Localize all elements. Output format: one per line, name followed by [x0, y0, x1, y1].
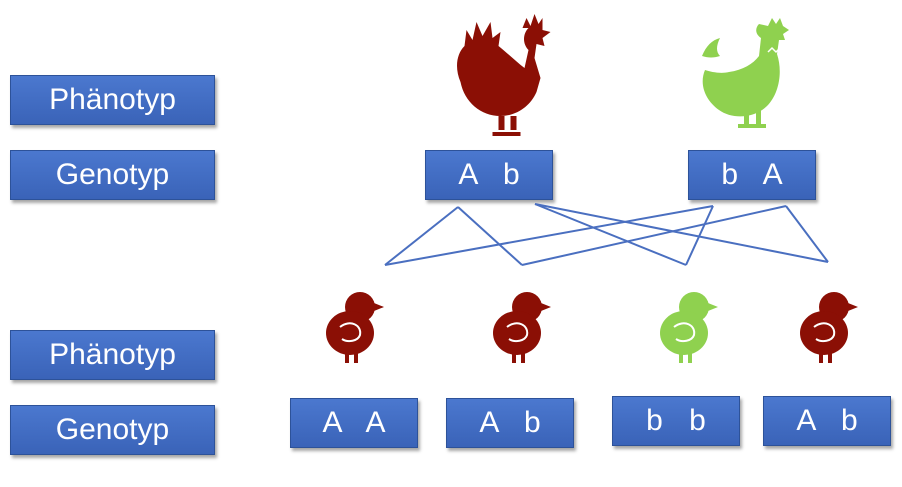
parent-phenotype-label: Phänotyp — [10, 75, 215, 125]
allele-line — [384, 206, 459, 266]
allele-line — [457, 206, 523, 266]
chick-icon — [800, 292, 858, 363]
offspring-genotype-4: A b — [763, 396, 891, 446]
chick-icon — [660, 292, 718, 363]
allele-line — [534, 203, 829, 263]
chick-icon — [493, 292, 551, 363]
allele-line — [685, 205, 714, 266]
offspring-genotype-3: b b — [612, 396, 740, 446]
allele-line — [534, 203, 687, 266]
allele-line — [785, 205, 829, 263]
rooster-icon — [457, 14, 551, 136]
child-genotype-label: Genotyp — [10, 405, 215, 455]
allele-line — [521, 205, 787, 266]
parent-genotype-label: Genotyp — [10, 150, 215, 200]
child-phenotype-label: Phänotyp — [10, 330, 215, 380]
rooster-genotype: A b — [425, 150, 553, 200]
offspring-genotype-1: A A — [290, 398, 418, 448]
offspring-genotype-2: A b — [446, 398, 574, 448]
allele-line — [384, 205, 714, 266]
chick-icon — [326, 292, 384, 363]
hen-icon — [702, 18, 789, 128]
hen-genotype: b A — [688, 150, 816, 200]
